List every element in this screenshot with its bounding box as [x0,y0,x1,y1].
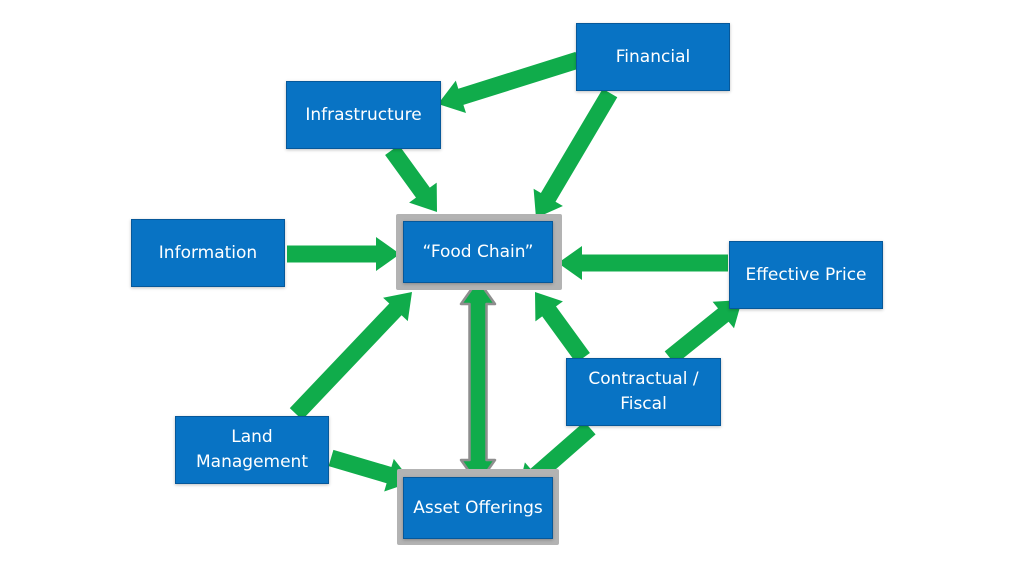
node-effective-price-label: Effective Price [745,264,867,285]
node-financial: Financial [576,23,730,91]
arrow-financial-to-infrastructure [438,51,581,113]
arrow-contractual-fiscal-to-food-chain [535,292,590,363]
node-information-label: Information [158,242,258,263]
arrow-land-management-to-asset-offerings [328,449,412,492]
node-land-management-label: Land Management [196,427,308,472]
node-asset-offerings: Asset Offerings [403,477,553,539]
arrow-financial-to-food-chain [533,88,618,218]
node-land-management: Land Management [175,416,329,484]
arrow-effective-price-to-food-chain [558,246,728,280]
node-information: Information [131,219,285,287]
node-effective-price: Effective Price [729,241,883,309]
arrow-information-to-food-chain [287,237,400,271]
arrow-infrastructure-to-food-chain [385,145,437,212]
arrow-contractual-fiscal-to-effective-price [664,300,742,365]
node-infrastructure: Infrastructure [286,81,441,149]
arrow-land-management-to-food-chain [289,292,412,420]
node-infrastructure-label: Infrastructure [305,104,422,125]
node-food-chain: “Food Chain” [403,221,553,283]
node-contractual-fiscal-label: Contractual / Fiscal [588,369,699,414]
node-financial-label: Financial [615,46,691,67]
node-contractual-fiscal: Contractual / Fiscal [566,358,721,426]
node-asset-offerings-label: Asset Offerings [413,497,543,518]
arrow-food-chain-to-asset-offerings [459,278,497,486]
node-food-chain-label: “Food Chain” [422,241,534,262]
